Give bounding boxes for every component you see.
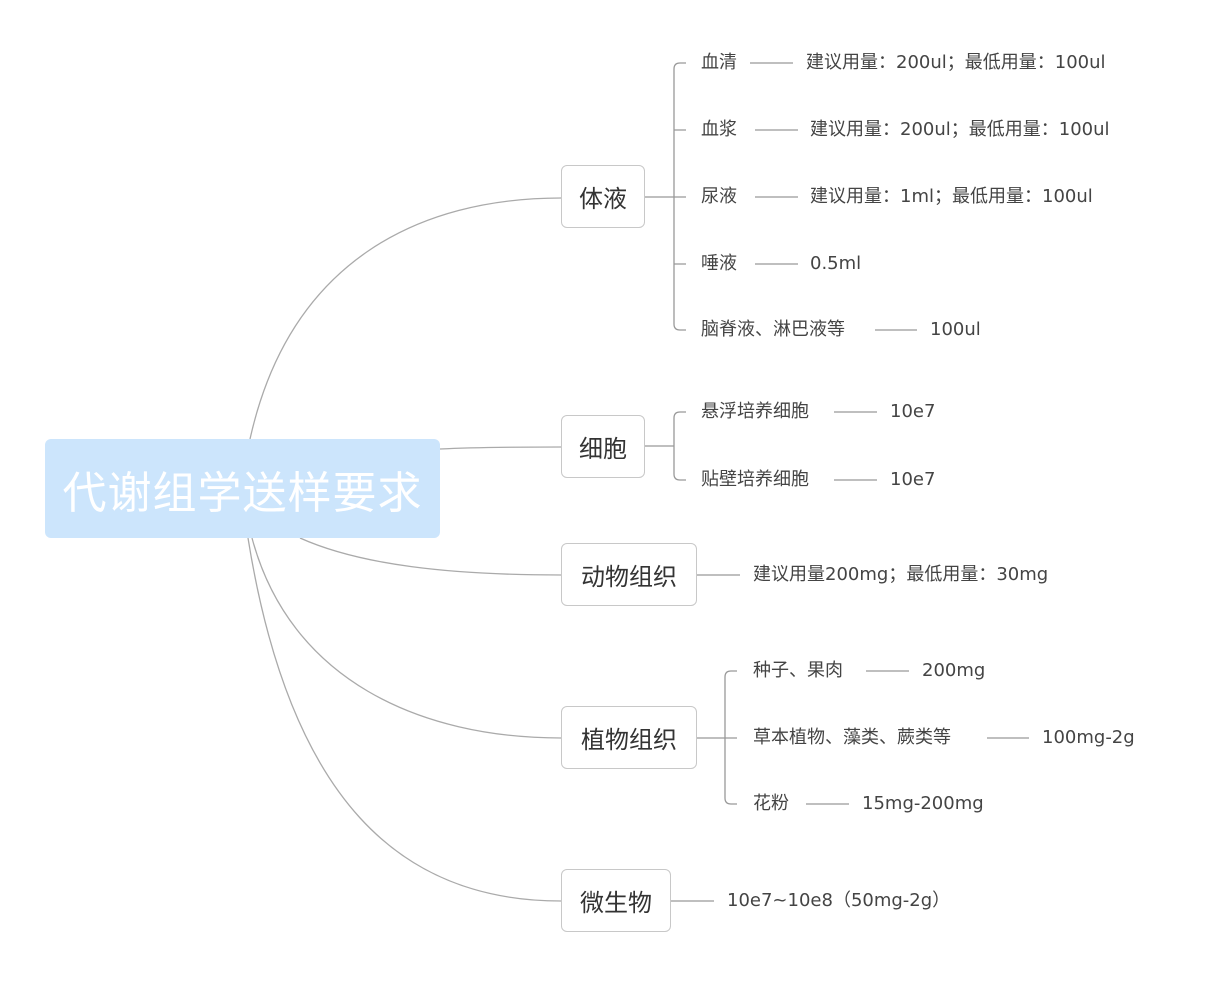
leaf-value[interactable]: 100mg-2g bbox=[1042, 727, 1135, 748]
leaf-label[interactable]: 种子、果肉 bbox=[753, 660, 843, 681]
leaf-value[interactable]: 建议用量：200ul；最低用量：100ul bbox=[810, 119, 1110, 140]
curve-microbe bbox=[247, 537, 562, 902]
topic-cells[interactable]: 细胞 bbox=[561, 415, 645, 478]
curve-plant bbox=[251, 537, 562, 739]
leaf-label[interactable]: 草本植物、藻类、蕨类等 bbox=[753, 727, 951, 748]
leaf-label[interactable]: 脑脊液、淋巴液等 bbox=[701, 319, 845, 340]
curve-animal bbox=[299, 537, 562, 576]
curve-body-fluid bbox=[249, 197, 562, 440]
leaf-value[interactable]: 10e7 bbox=[890, 469, 936, 490]
leaf-value[interactable]: 100ul bbox=[930, 319, 981, 340]
leaf-label[interactable]: 悬浮培养细胞 bbox=[701, 401, 809, 422]
leaf-label[interactable]: 尿液 bbox=[701, 186, 737, 207]
bracket-body-fluid bbox=[644, 62, 686, 331]
root-topic[interactable]: 代谢组学送样要求 bbox=[45, 439, 440, 538]
leaf-value[interactable]: 建议用量：200ul；最低用量：100ul bbox=[806, 52, 1106, 73]
leaf-label[interactable]: 血清 bbox=[701, 52, 737, 73]
topic-animal-tissue[interactable]: 动物组织 bbox=[561, 543, 697, 606]
leaf-label[interactable]: 贴壁培养细胞 bbox=[701, 469, 809, 490]
leaf-value[interactable]: 10e7~10e8（50mg-2g） bbox=[727, 890, 951, 911]
leaf-value[interactable]: 15mg-200mg bbox=[862, 793, 984, 814]
curve-cells bbox=[439, 446, 562, 450]
leaf-label[interactable]: 唾液 bbox=[701, 253, 737, 274]
leaf-label[interactable]: 花粉 bbox=[753, 793, 789, 814]
bracket-plant bbox=[696, 670, 737, 805]
bracket-cells bbox=[644, 411, 686, 481]
topic-body-fluid[interactable]: 体液 bbox=[561, 165, 645, 228]
leaf-value[interactable]: 0.5ml bbox=[810, 253, 862, 274]
leaf-value[interactable]: 建议用量：1ml；最低用量：100ul bbox=[810, 186, 1093, 207]
leaf-value[interactable]: 10e7 bbox=[890, 401, 936, 422]
leaf-label[interactable]: 血浆 bbox=[701, 119, 737, 140]
topic-microbe[interactable]: 微生物 bbox=[561, 869, 671, 932]
topic-plant-tissue[interactable]: 植物组织 bbox=[561, 706, 697, 769]
leaf-value[interactable]: 建议用量200mg；最低用量：30mg bbox=[753, 564, 1049, 585]
leaf-value[interactable]: 200mg bbox=[922, 660, 986, 681]
